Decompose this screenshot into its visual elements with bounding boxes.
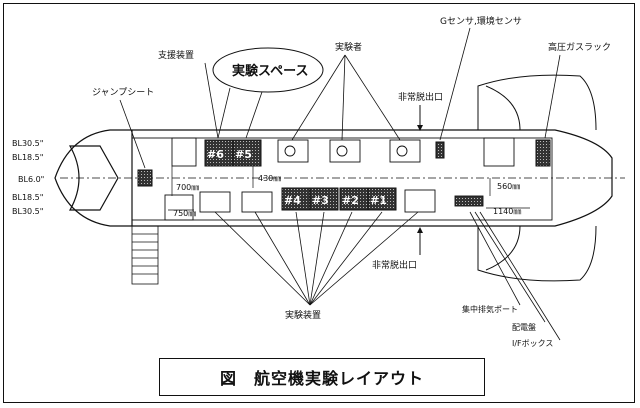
dimension-labels: 700㎜ 430㎜ 750㎜ 560㎜ 1140㎜ [173,174,521,218]
station-label: BL30.5" [12,139,43,148]
experiment-device-label: 実験装置 [285,309,321,321]
figure-frame [3,3,635,403]
emergency-exit-bottom-label: 非常脱出口 [372,259,417,271]
rack-2-label: #2 [342,194,359,207]
experiment-space-oval [212,47,324,93]
jump-seat [137,169,153,187]
support-device-label: 支援装置 [158,49,194,61]
experimenters-label: 実験者 [335,41,362,53]
tail-structure [477,74,597,282]
rack-5-label: #5 [235,148,252,161]
distribution-board-label: 配電盤 [512,322,536,332]
station-label: BL6.0" [18,175,44,184]
lower-seats [199,189,484,213]
g-sensor [435,141,445,159]
support-device-racks: #6 #5 [204,139,262,167]
station-label: BL18.5" [12,193,43,202]
figure-caption: 図 航空機実験レイアウト [159,358,485,396]
dim-560: 560㎜ [497,182,520,191]
emergency-exit-top-label: 非常脱出口 [398,91,443,103]
boarding-stair [131,225,159,285]
hp-gas-rack [535,139,551,167]
station-label: BL30.5" [12,207,43,216]
hp-gas-rack-label: 高圧ガスラック [548,41,611,53]
if-box-label: I/Fボックス [512,339,553,348]
dim-700: 700㎜ [176,183,199,192]
g-sensor-label: Gセンサ,環境センサ [440,15,522,27]
rack-6-label: #6 [207,148,224,161]
caption-text: 図 航空機実験レイアウト [219,369,424,388]
rack-4-label: #4 [284,194,301,207]
rack-1-label: #1 [370,194,387,207]
exhaust-port-label: 集中排気ポート [462,304,518,314]
jump-seat-label: ジャンプシート [92,87,154,98]
experimenter-seats [277,139,421,163]
dim-1140: 1140㎜ [493,207,521,216]
rack-3-label: #3 [312,194,329,207]
dim-750: 750㎜ [173,209,196,218]
experiment-racks: #4 #3 #2 #1 [281,187,397,211]
station-labels: BL30.5" BL18.5" BL6.0" BL18.5" BL30.5" [12,139,44,216]
station-label: BL18.5" [12,153,43,162]
experiment-space-label: 実験スペース [232,63,308,79]
dim-430: 430㎜ [258,174,281,183]
